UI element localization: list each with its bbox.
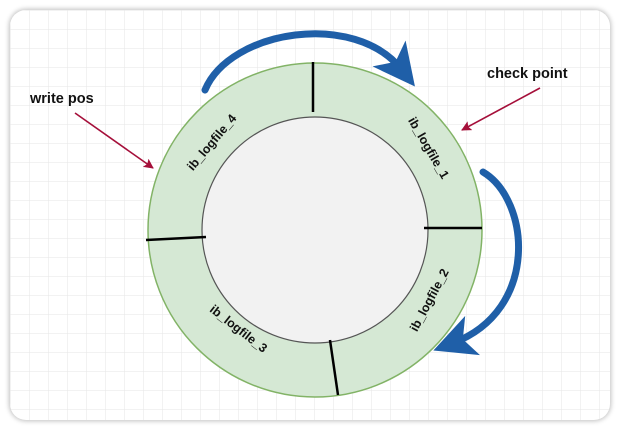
write-pos-pointer xyxy=(74,112,154,169)
direction-arrow-right xyxy=(433,168,523,356)
divider-bottom xyxy=(328,339,340,396)
diagram-card: ib_logfile_4 ib_logfile_1 ib_logfile_2 i… xyxy=(10,10,610,420)
ring-center xyxy=(201,116,429,344)
direction-arrow-top xyxy=(201,30,415,94)
check-point-pointer xyxy=(461,87,541,131)
log-ring-diagram: ib_logfile_4 ib_logfile_1 ib_logfile_2 i… xyxy=(10,10,610,420)
check-point-label: check point xyxy=(487,66,568,82)
divider-left xyxy=(145,235,207,242)
write-pos-label: write pos xyxy=(29,91,94,107)
